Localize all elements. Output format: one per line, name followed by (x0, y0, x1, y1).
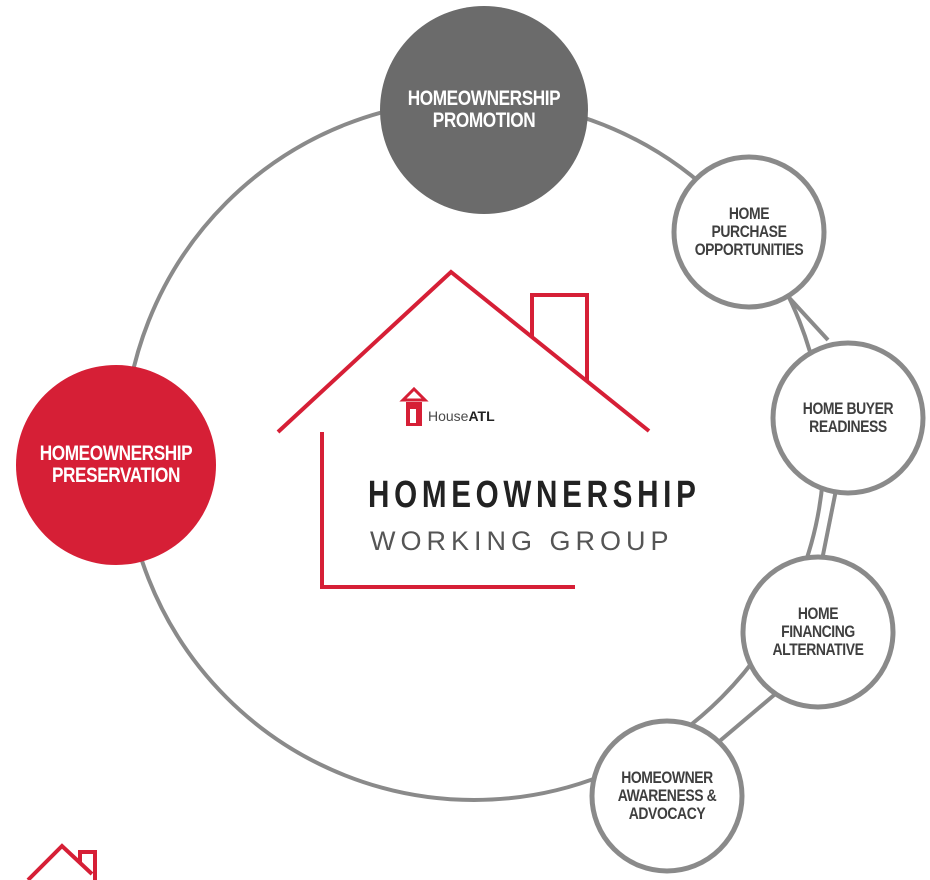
houseatl-logo-icon (399, 386, 429, 426)
awareness-label: HOMEOWNER AWARENESS & ADVOCACY (617, 768, 717, 823)
financing-label: HOME FINANCING ALTERNATIVE (772, 604, 864, 659)
connector-line (780, 288, 830, 342)
promotion-label: HOMEOWNERSHIP PROMOTION (407, 86, 561, 132)
house-logo-icon (26, 843, 97, 880)
logo-atl-text: ATL (468, 408, 495, 424)
connector-line (713, 688, 782, 747)
awareness-node (589, 718, 745, 874)
promotion-node (380, 6, 588, 214)
house-outline-icon (276, 269, 651, 589)
center-subtitle: WORKING GROUP (370, 526, 674, 556)
readiness-node (770, 340, 926, 496)
preservation-node (16, 365, 216, 565)
purchase-node (671, 154, 827, 310)
preservation-label: HOMEOWNERSHIP PRESERVATION (39, 441, 193, 487)
houseatl-wordmark: HouseATL (428, 408, 495, 424)
readiness-label: HOME BUYER READINESS (802, 399, 894, 436)
financing-node (740, 554, 896, 710)
center-title: HOMEOWNERSHIP (368, 474, 701, 516)
logo-house-text: House (428, 408, 469, 424)
purchase-label: HOME PURCHASE OPPORTUNITIES (694, 204, 804, 259)
